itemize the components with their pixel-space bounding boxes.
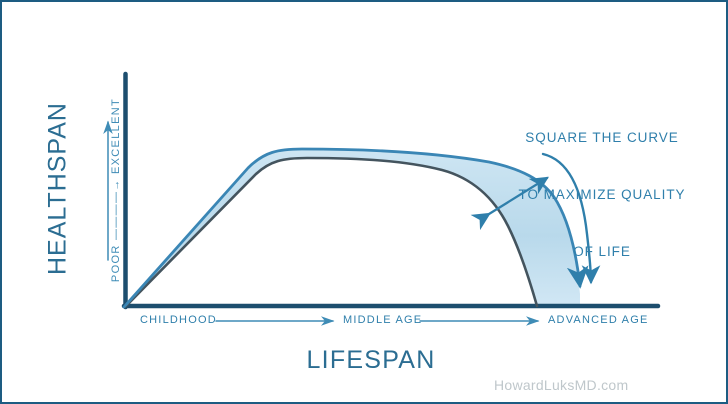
annotation-leader-arrow [541,152,601,285]
annotation-line-1: SQUARE THE CURVE [525,130,679,145]
healthspan-gap-double-arrow [470,176,549,231]
annotation-text: SQUARE THE CURVE TO MAXIMIZE QUALITY OF … [502,90,702,299]
watermark: HowardLuksMD.com [494,377,629,393]
y-axis-scale-label: POOR ————→ EXCELLENT [110,97,122,283]
x-axis-stage-childhood: CHILDHOOD [140,314,217,326]
annotation-line-3: OF LIFE [573,244,631,259]
x-axis-stage-advanced-age: ADVANCED AGE [548,314,649,326]
x-axis-title: LIFESPAN [306,346,436,374]
y-axis-title: HEALTHSPAN [43,102,72,276]
curve-typical-healthspan [123,156,539,309]
shaded-healthspan-gain [124,149,580,307]
annotation-line-2: TO MAXIMIZE QUALITY [518,187,686,202]
x-axis-stage-middle-age: MIDDLE AGE [343,314,423,326]
curve-squared-healthspan [122,147,589,309]
